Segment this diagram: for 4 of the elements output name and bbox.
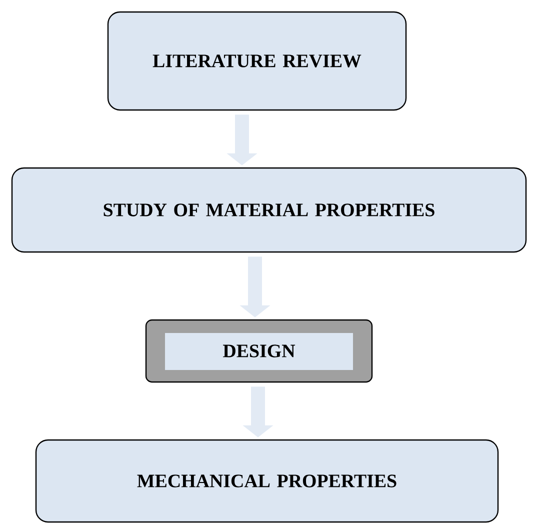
process-box: STUDY OF MATERIAL PROPERTIES (11, 167, 527, 253)
process-box: MECHANICAL PROPERTIES (35, 439, 499, 523)
process-box: DESIGN (145, 319, 373, 383)
process-box: LITERATURE REVIEW (107, 11, 407, 111)
